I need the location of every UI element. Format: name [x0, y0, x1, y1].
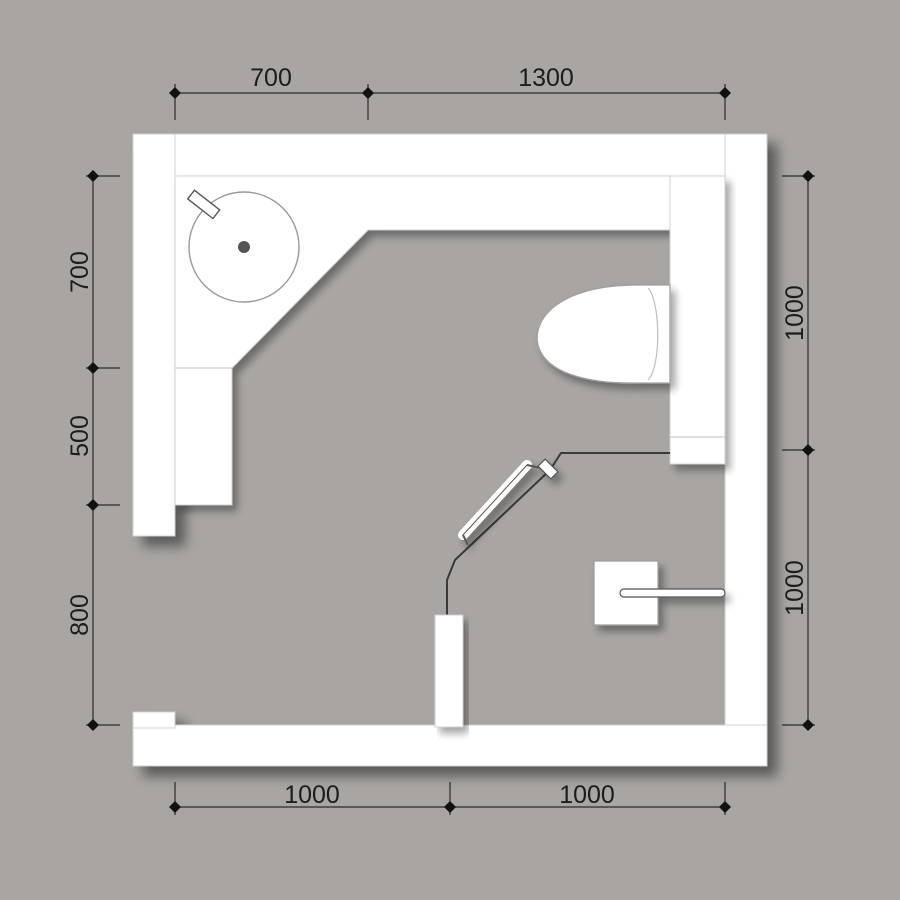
dim-left-3: 800: [66, 594, 94, 636]
faucet-icon: [186, 189, 221, 220]
top-wall: [132, 133, 768, 177]
dim-top-1: 700: [250, 64, 292, 92]
bottom-wall: [132, 724, 768, 767]
dim-bottom-2: 1000: [559, 781, 615, 809]
door: [434, 614, 464, 728]
dim-right-2: 1000: [781, 560, 809, 616]
dimension-left: 700 500 800: [66, 170, 120, 731]
door-stub: [434, 614, 464, 728]
dim-left-2: 500: [66, 415, 94, 457]
left-wall: [132, 133, 176, 537]
partition: [446, 452, 670, 615]
dimension-top: 700 1300: [169, 64, 731, 120]
towel-rail-bar: [619, 588, 726, 598]
toilet: [536, 284, 671, 384]
sink-drain-icon: [238, 241, 250, 253]
dim-right-1: 1000: [781, 285, 809, 341]
towel-rail: [593, 560, 726, 626]
dimension-right: 1000 1000: [781, 170, 815, 731]
right-wall: [724, 133, 768, 767]
left-wall-stub: [132, 711, 176, 729]
dim-left-1: 700: [66, 251, 94, 293]
grab-bar: [458, 458, 559, 546]
walls: [132, 133, 768, 767]
toilet-bowl: [536, 284, 671, 384]
toilet-box: [669, 175, 726, 465]
dim-bottom-1: 1000: [284, 781, 340, 809]
dim-top-2: 1300: [518, 64, 574, 92]
partition-line: [446, 452, 670, 615]
sink: [186, 189, 300, 303]
dimension-bottom: 1000 1000: [169, 781, 731, 815]
cistern-wall: [669, 175, 726, 465]
